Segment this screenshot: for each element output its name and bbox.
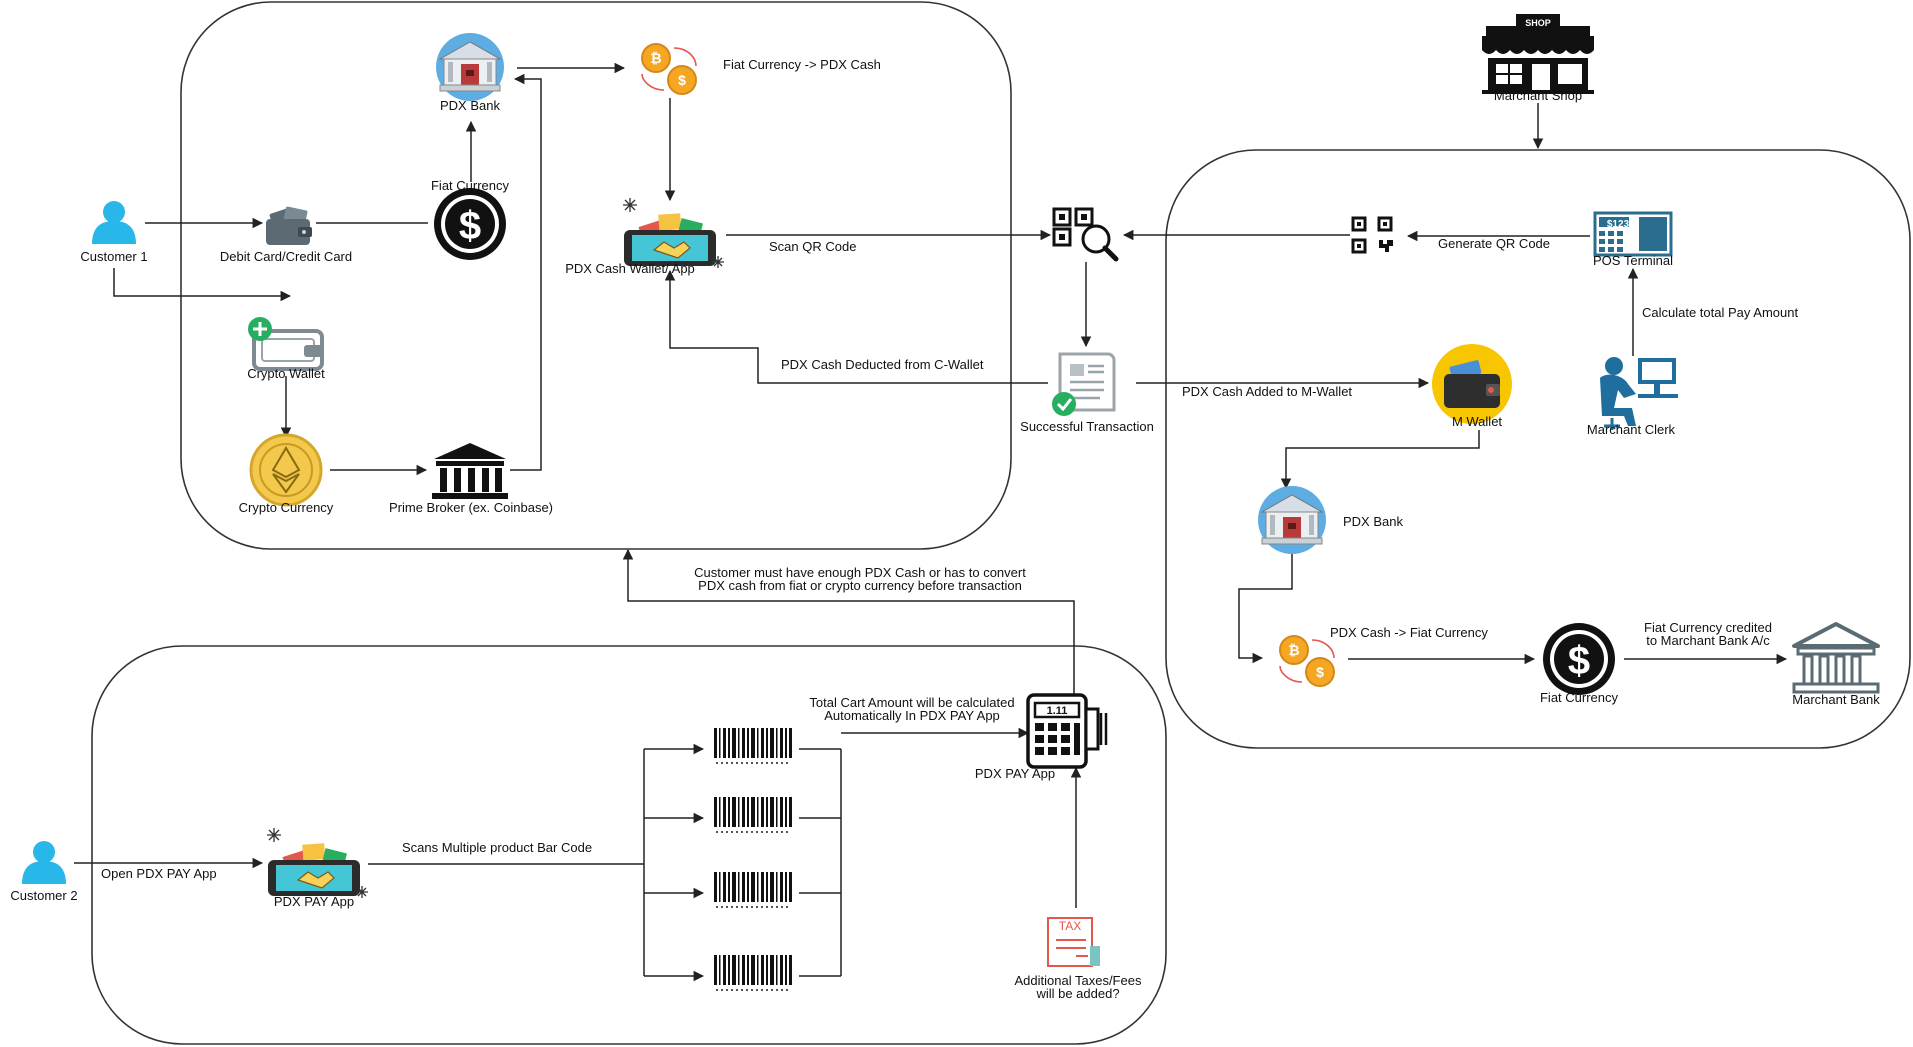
receipt-check-icon	[1050, 352, 1116, 418]
customer1-label: Customer 1	[80, 249, 147, 264]
open-app-label: Open PDX PAY App	[101, 866, 217, 881]
credited-line1-label: Fiat Currency credited	[1644, 620, 1772, 635]
merchant-container	[1165, 149, 1911, 749]
fiat-dollar-icon	[434, 188, 506, 260]
merchant-shop-label: Marchant Shop	[1494, 88, 1582, 103]
fiat-dollar-right-icon	[1543, 623, 1615, 695]
crypto-wallet-label: Crypto Wallet	[247, 366, 325, 381]
debit-card-wallet-icon	[266, 206, 312, 245]
successful-transaction-label: Successful Transaction	[1020, 419, 1154, 434]
added-label: PDX Cash Added to M-Wallet	[1182, 384, 1352, 399]
qr-search-icon	[1054, 209, 1116, 259]
merchant-bank-icon	[1792, 622, 1880, 694]
customer1-person-icon	[92, 201, 136, 244]
must-have-line2-label: PDX cash from fiat or crypto currency be…	[698, 578, 1022, 593]
qr-code-icon	[1351, 216, 1395, 254]
cart-line2-label: Automatically In PDX PAY App	[824, 708, 1000, 723]
pdx-bank-top-label: PDX Bank	[440, 98, 500, 113]
prime-broker-label: Prime Broker (ex. Coinbase)	[389, 500, 553, 515]
crypto-wallet-icon	[246, 315, 326, 371]
pdx-pay-app-calc-label: PDX PAY App	[975, 766, 1055, 781]
generate-qr-label: Generate QR Code	[1438, 236, 1550, 251]
debit-card-label: Debit Card/Credit Card	[220, 249, 352, 264]
credited-line2-label: to Marchant Bank A/c	[1646, 633, 1770, 648]
must-have-line1-label: Customer must have enough PDX Cash or ha…	[694, 565, 1026, 580]
fiat-to-pdx-coins-icon	[641, 43, 697, 95]
pos-screen-text: $123	[1607, 219, 1630, 230]
pdx-pay-app-left-label: PDX PAY App	[274, 894, 354, 909]
m-wallet-icon	[1432, 344, 1512, 424]
tax-doc-text: TAX	[1059, 919, 1081, 933]
shop-sign-text: SHOP	[1525, 18, 1551, 28]
scans-multiple-label: Scans Multiple product Bar Code	[402, 840, 592, 855]
customer2-container	[91, 645, 1167, 1045]
pdx-bank-right-label: PDX Bank	[1343, 514, 1403, 529]
barcode-icon	[713, 954, 793, 991]
pdx-pay-app-phone-icon	[266, 827, 369, 899]
deducted-label: PDX Cash Deducted from C-Wallet	[781, 357, 984, 372]
pdx-cash-wallet-label: PDX Cash Wallet/ App	[565, 261, 695, 276]
pos-terminal-label: POS Terminal	[1593, 253, 1673, 268]
customer2-person-icon	[22, 841, 66, 884]
ethereum-coin-icon	[249, 433, 323, 507]
barcode-icon	[713, 871, 793, 908]
barcode-icon	[713, 727, 793, 764]
taxes-line1-label: Additional Taxes/Fees	[1015, 973, 1142, 988]
fiat-currency-right-label: Fiat Currency	[1540, 690, 1619, 705]
pdx-cash-phone-wallet-icon	[622, 197, 725, 269]
calc-screen-text: 1.11	[1047, 705, 1068, 717]
customer2-label: Customer 2	[10, 888, 77, 903]
m-wallet-label: M Wallet	[1452, 414, 1502, 429]
scan-qr-label: Scan QR Code	[769, 239, 856, 254]
connectors	[74, 62, 1788, 982]
fiat-currency-top-label: Fiat Currency	[431, 178, 510, 193]
merchant-clerk-icon	[1598, 355, 1680, 432]
barcode-icon	[713, 796, 793, 833]
prime-broker-building-icon	[432, 443, 508, 499]
customer-container	[180, 1, 1012, 550]
merchant-bank-label: Marchant Bank	[1792, 692, 1880, 707]
pdx-to-fiat-coins-icon	[1279, 635, 1335, 687]
pdx-to-fiat-label: PDX Cash -> Fiat Currency	[1330, 625, 1488, 640]
merchant-clerk-label: Marchant Clerk	[1587, 422, 1676, 437]
fiat-to-pdx-label: Fiat Currency -> PDX Cash	[723, 57, 881, 72]
calc-total-label: Calculate total Pay Amount	[1642, 305, 1798, 320]
crypto-currency-label: Crypto Currency	[239, 500, 334, 515]
pdx-bank-right-icon	[1257, 485, 1327, 555]
pdx-bank-top-icon	[435, 32, 505, 102]
taxes-line2-label: will be added?	[1035, 986, 1119, 1001]
cart-line1-label: Total Cart Amount will be calculated	[809, 695, 1014, 710]
